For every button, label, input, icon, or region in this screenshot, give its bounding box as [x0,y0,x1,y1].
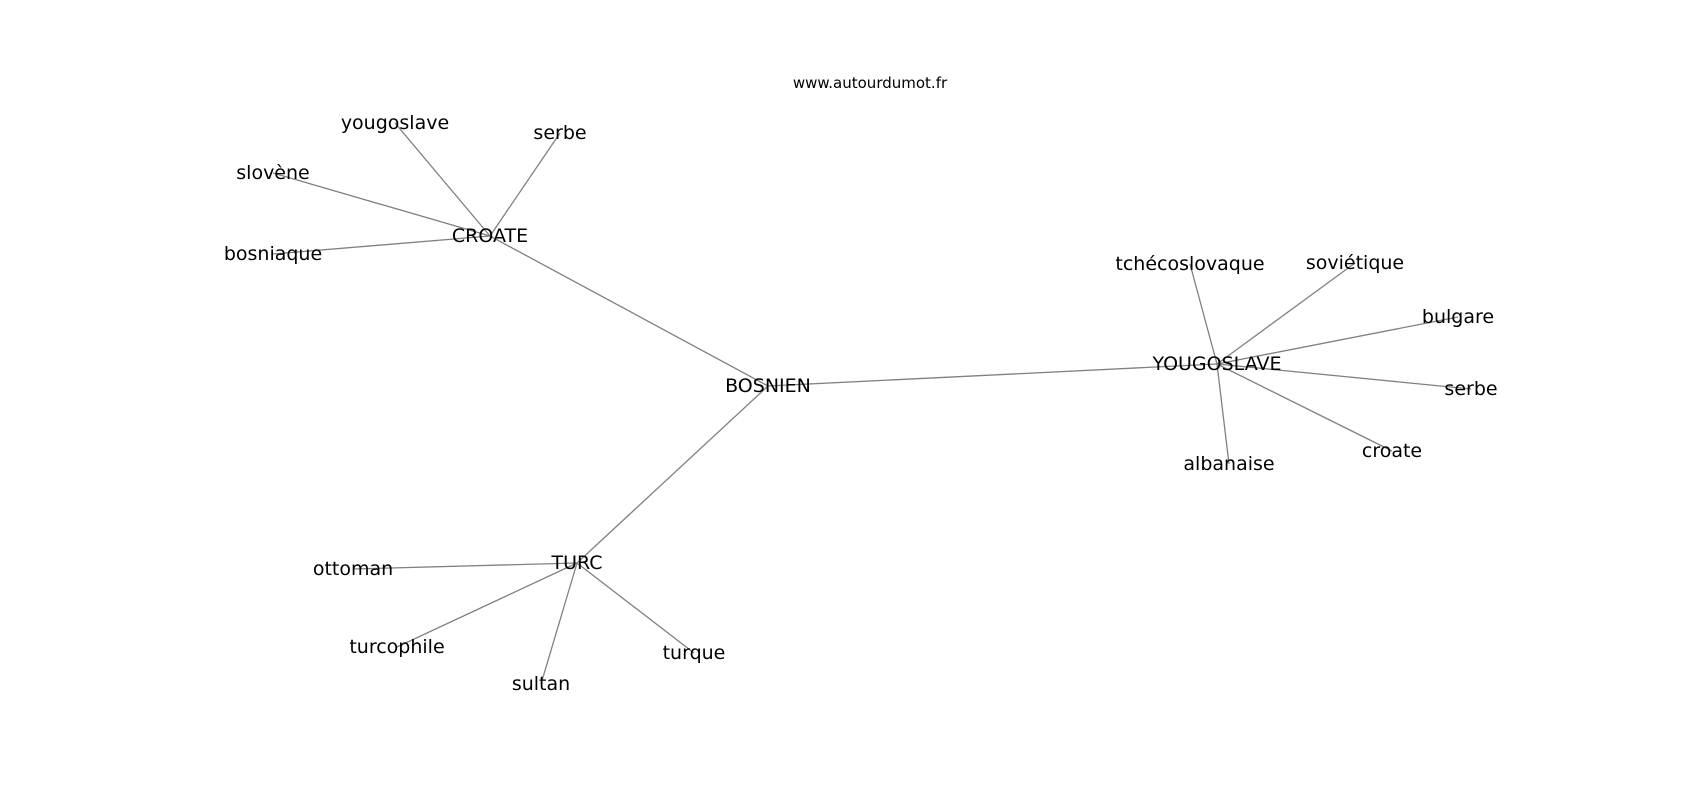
edge-turc_hub-turcophile_leaf [396,562,578,648]
node-label-yougoslave_leaf[interactable]: yougoslave [341,112,449,134]
edge-yougoslave_hub-serbe_leaf_2 [1216,363,1472,390]
edge-bosnien-croate_hub [489,235,769,387]
node-label-serbe_leaf_1[interactable]: serbe [533,122,586,144]
node-label-serbe_leaf_2[interactable]: serbe [1444,378,1497,400]
edge-yougoslave_hub-sovietique_leaf [1216,262,1356,365]
node-label-ottoman_leaf[interactable]: ottoman [313,558,393,580]
edge-bosnien-yougoslave_hub [767,363,1218,387]
node-group: BOSNIEN CROATE YOUGOSLAVE TURC yougoslave ser… [224,112,1498,695]
node-label-bosnien[interactable]: BOSNIEN [725,375,811,397]
edge-croate_hub-bosniaque_leaf [272,235,491,255]
node-label-yougoslave_hub[interactable]: YOUGOSLAVE [1152,353,1282,375]
node-label-bulgare_leaf[interactable]: bulgare [1422,306,1494,328]
node-label-albanaise_leaf[interactable]: albanaise [1183,453,1274,475]
edge-yougoslave_hub-tchecoslovaque_leaf [1189,263,1218,365]
edge-turc_hub-turque_leaf [576,562,695,654]
node-label-turc_hub[interactable]: TURC [550,552,602,574]
edge-turc_hub-sultan_leaf [540,562,578,685]
site-url-label: www.autourdumot.fr [793,74,948,92]
node-label-turque_leaf[interactable]: turque [663,642,726,664]
edge-bosnien-turc_hub [576,385,769,564]
edge-yougoslave_hub-bulgare_leaf [1216,316,1459,365]
edge-croate_hub-yougoslave_leaf [394,122,491,237]
edge-yougoslave_hub-croate_leaf [1216,363,1393,452]
node-label-tchecoslovaque_leaf[interactable]: tchécoslovaque [1115,253,1264,275]
node-label-sultan_leaf[interactable]: sultan [512,673,570,695]
node-label-sovietique_leaf[interactable]: soviétique [1306,252,1404,274]
node-label-bosniaque_leaf[interactable]: bosniaque [224,243,322,265]
node-label-croate_leaf[interactable]: croate [1362,440,1422,462]
edge-turc_hub-ottoman_leaf [352,562,578,570]
node-label-croate_hub[interactable]: CROATE [452,225,528,247]
edge-yougoslave_hub-albanaise_leaf [1216,363,1230,465]
edge-croate_hub-serbe_leaf_1 [489,132,561,237]
node-label-turcophile_leaf[interactable]: turcophile [349,636,444,658]
node-label-slovene_leaf[interactable]: slovène [236,162,309,184]
edge-group [272,122,1472,685]
edge-croate_hub-slovene_leaf [272,172,491,237]
